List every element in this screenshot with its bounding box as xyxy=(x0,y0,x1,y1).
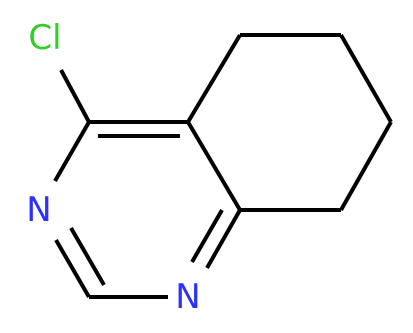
bond-n3-c4 xyxy=(53,121,91,182)
bond-c4a-c8a xyxy=(186,120,242,212)
bond-c6-c7 xyxy=(339,34,393,123)
bond-c2-n3 xyxy=(54,238,91,299)
bond-c2-n3-inner xyxy=(69,226,106,287)
bond-c7-c8 xyxy=(339,121,393,211)
bond-c8a-n1 xyxy=(205,209,242,269)
atom-nitrogen-lower-label: N xyxy=(175,277,200,317)
bond-c8a-n1-inner xyxy=(190,209,224,263)
bond-c4-cl xyxy=(59,69,91,123)
atom-chlorine-label: Cl xyxy=(28,18,61,58)
bond-c4a-c5 xyxy=(186,33,242,124)
atom-nitrogen-upper-label: N xyxy=(26,190,51,230)
